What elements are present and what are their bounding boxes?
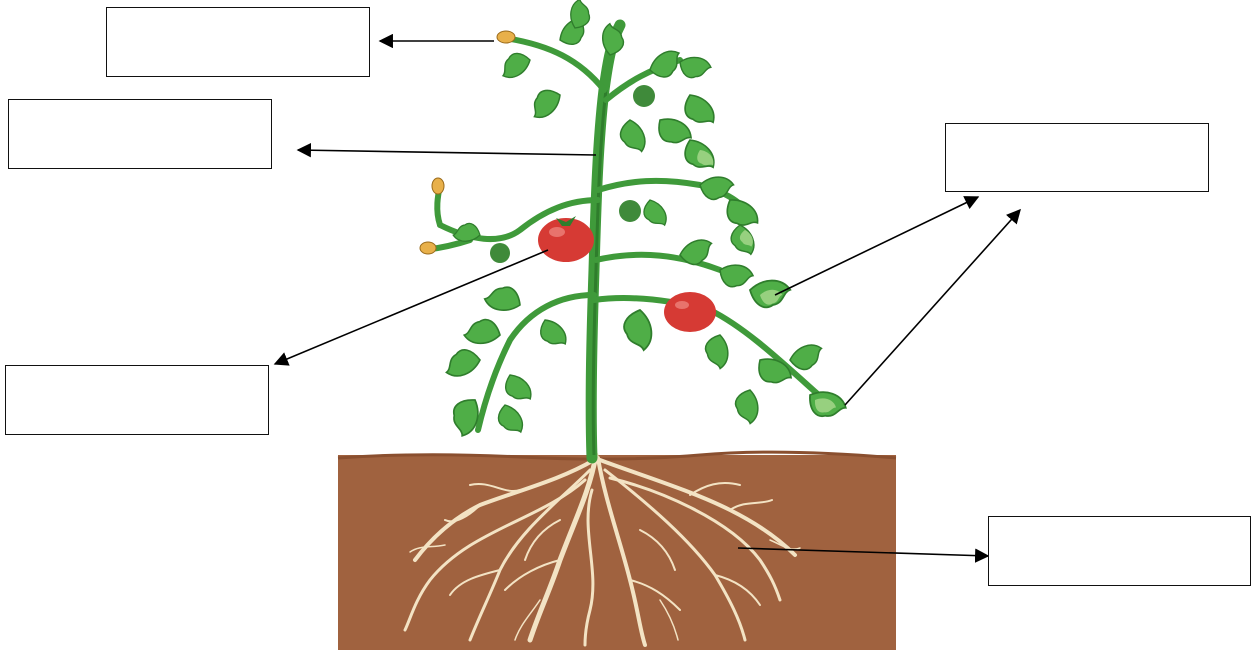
label-box-fruit[interactable] [5,365,269,435]
flower-bud-top [497,31,515,43]
flower-buds [420,31,515,254]
label-box-flower[interactable] [106,7,370,77]
arrow-leaf-1 [775,197,978,295]
label-box-stem[interactable] [8,99,272,169]
tomato-green-small [490,243,510,263]
arrow-leaf-2 [845,210,1020,405]
tomato-red-right [664,292,716,332]
leaves [443,0,849,439]
tomato-green-mid [619,200,641,222]
tomato-green-top [633,85,655,107]
label-box-leaf[interactable] [945,123,1209,192]
arrow-stem [298,150,596,155]
label-box-root[interactable] [988,516,1251,586]
